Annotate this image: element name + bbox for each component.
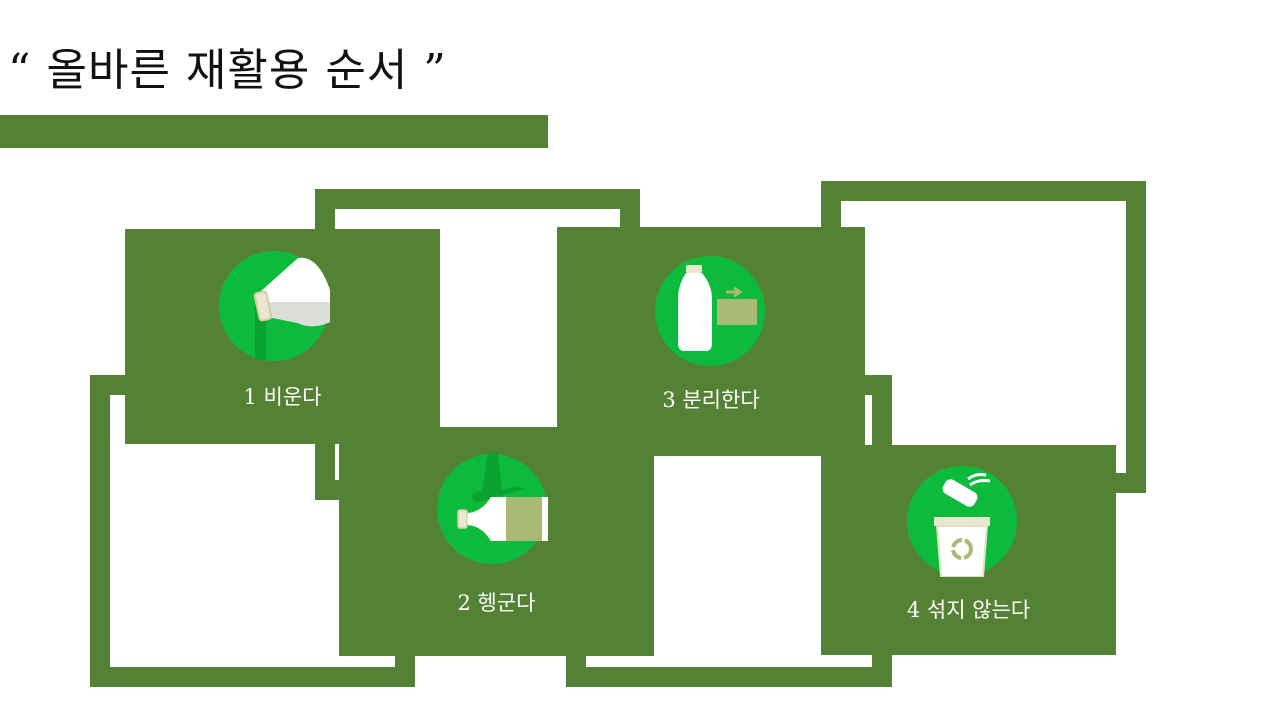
rinse-bottle-icon	[437, 453, 548, 564]
step-1-label: 1 비운다	[243, 385, 322, 409]
step-4-label: 4 섞지 않는다	[906, 598, 1031, 622]
title-underline-bar	[0, 115, 548, 148]
recycle-bin-icon	[907, 466, 1017, 577]
page-title: “ 올바른 재활용 순서 ”	[8, 45, 447, 96]
step-2-card: 2 헹군다	[339, 427, 654, 656]
step-3-label: 3 분리한다	[662, 388, 760, 412]
step-1-card: 1 비운다	[125, 229, 440, 444]
separate-label-icon	[655, 256, 765, 366]
step-2-label: 2 헹군다	[457, 591, 536, 615]
step-3-card: 3 분리한다	[557, 227, 865, 456]
pour-bottle-icon	[219, 251, 330, 361]
step-4-card: 4 섞지 않는다	[821, 445, 1116, 655]
